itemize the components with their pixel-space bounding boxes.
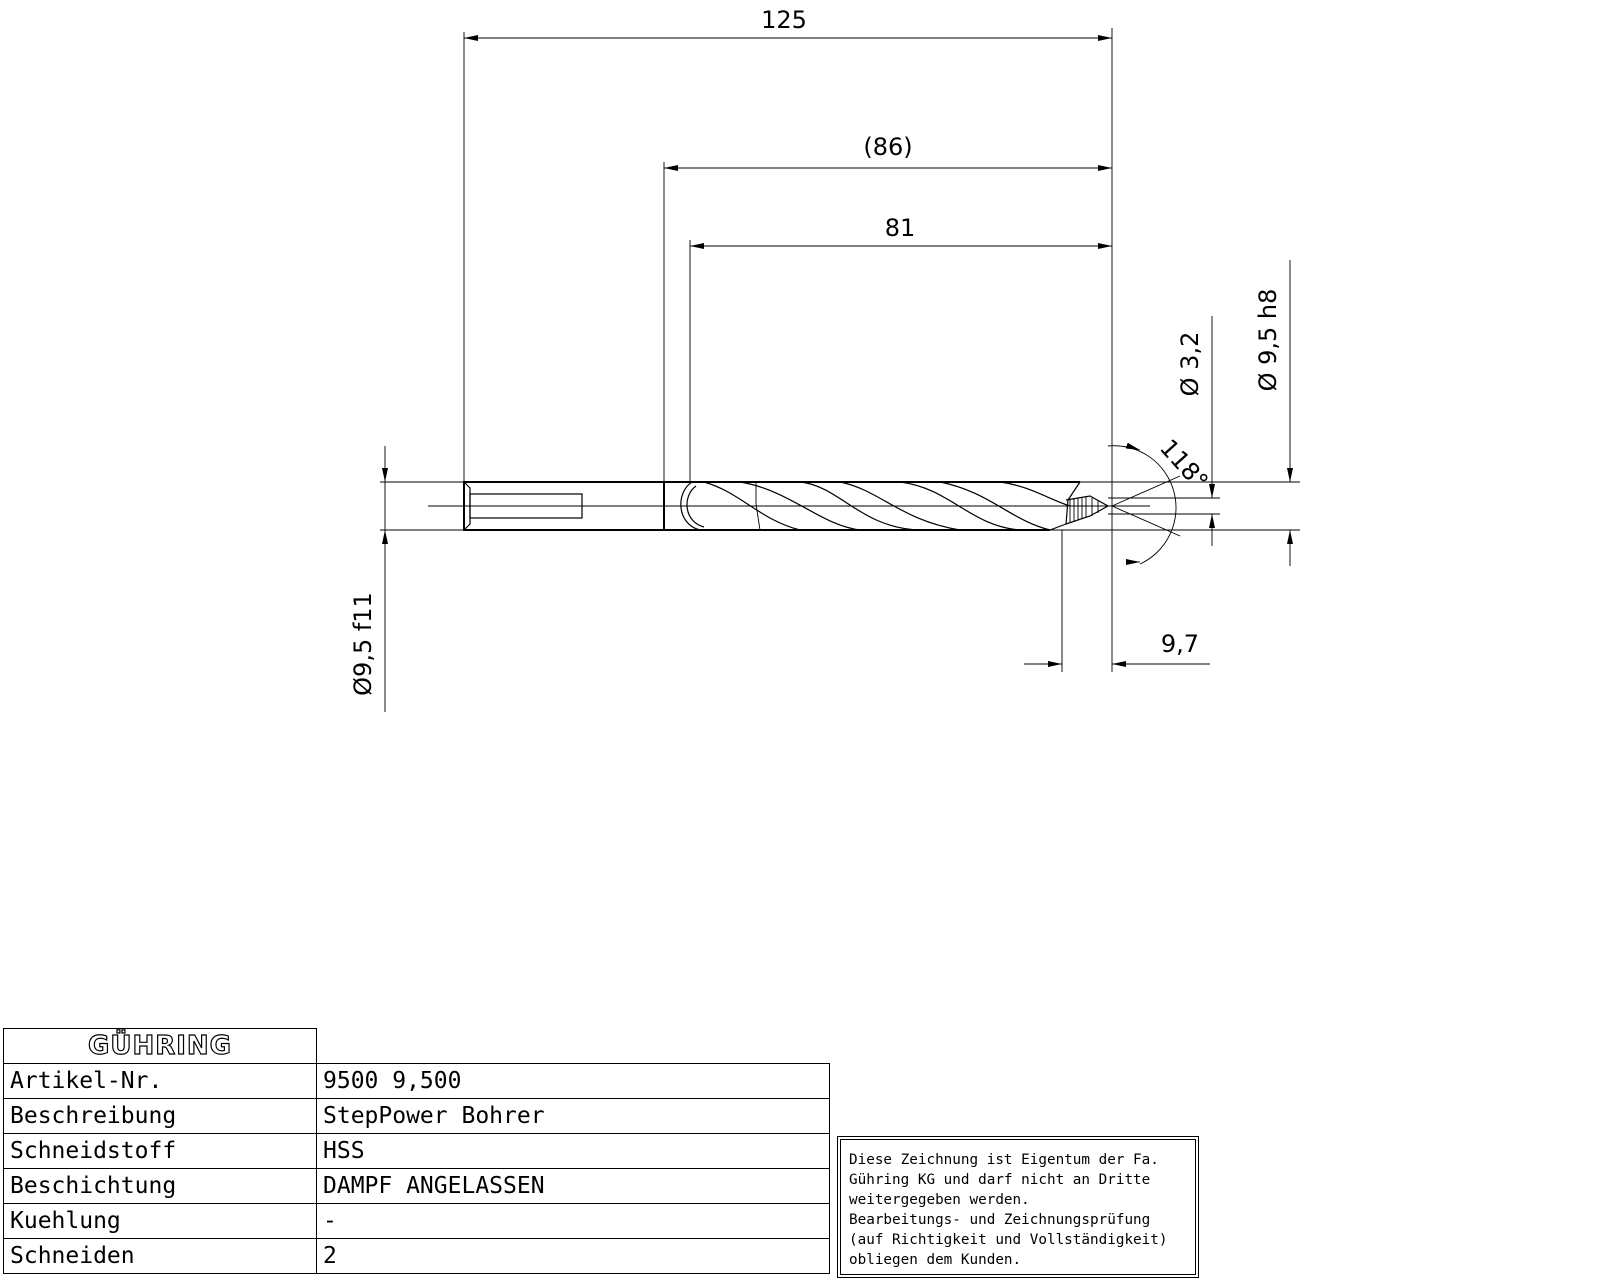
row-label: Kuehlung — [3, 1203, 317, 1239]
row-value: HSS — [316, 1133, 830, 1169]
dim-pilot-diameter: Ø 3,2 — [1176, 332, 1204, 397]
table-row: Schneidstoff HSS — [3, 1133, 830, 1169]
table-row: Beschreibung StepPower Bohrer — [3, 1098, 830, 1134]
title-block: GÜHRING Artikel-Nr. 9500 9,500 Beschreib… — [3, 1028, 837, 1280]
notice-line: Gühring KG und darf nicht an Dritte — [849, 1172, 1151, 1188]
notice-line: (auf Richtigkeit und Vollständigkeit) — [849, 1232, 1168, 1248]
copyright-notice-text: Diese Zeichnung ist Eigentum der Fa. Güh… — [840, 1139, 1196, 1275]
row-label: Beschichtung — [3, 1168, 317, 1204]
company-logo: GÜHRING — [3, 1028, 317, 1064]
logo-row: GÜHRING — [3, 1028, 830, 1064]
dim-body-diameter: Ø 9,5 h8 — [1254, 289, 1282, 392]
notice-line: Diese Zeichnung ist Eigentum der Fa. — [849, 1152, 1159, 1168]
row-value: DAMPF ANGELASSEN — [316, 1168, 830, 1204]
drill-outline — [428, 481, 1150, 531]
extension-lines — [380, 28, 1300, 672]
notice-line: obliegen dem Kunden. — [849, 1252, 1022, 1268]
row-label: Beschreibung — [3, 1098, 317, 1134]
notice-line: weitergegeben werden. — [849, 1192, 1030, 1208]
dim-flute-ref: (86) — [863, 133, 912, 161]
table-row: Artikel-Nr. 9500 9,500 — [3, 1063, 830, 1099]
notice-line: Bearbeitungs- und Zeichnungsprüfung — [849, 1212, 1151, 1228]
dim-step-length: 9,7 — [1161, 630, 1199, 658]
dim-tip-angle: 118° — [1154, 434, 1213, 496]
row-value: StepPower Bohrer — [316, 1098, 830, 1134]
dim-shank-diameter: Ø9,5 f11 — [349, 592, 377, 696]
dimension-labels: 125 (86) 81 9,7 118° Ø 3,2 Ø 9,5 h8 Ø9,5… — [349, 6, 1282, 696]
row-value: 9500 9,500 — [316, 1063, 830, 1099]
row-value: - — [316, 1203, 830, 1239]
row-label: Schneidstoff — [3, 1133, 317, 1169]
row-value: 2 — [316, 1238, 830, 1274]
copyright-notice: Diese Zeichnung ist Eigentum der Fa. Güh… — [837, 1136, 1199, 1278]
dim-overall-length: 125 — [761, 6, 807, 34]
dimension-lines — [382, 35, 1293, 712]
logo-row-blank — [316, 1028, 830, 1064]
table-row: Beschichtung DAMPF ANGELASSEN — [3, 1168, 830, 1204]
dim-flute-length: 81 — [885, 214, 916, 242]
table-row: Kuehlung - — [3, 1203, 830, 1239]
title-block-table: GÜHRING Artikel-Nr. 9500 9,500 Beschreib… — [3, 1028, 830, 1274]
table-row: Schneiden 2 — [3, 1238, 830, 1274]
row-label: Schneiden — [3, 1238, 317, 1274]
row-label: Artikel-Nr. — [3, 1063, 317, 1099]
